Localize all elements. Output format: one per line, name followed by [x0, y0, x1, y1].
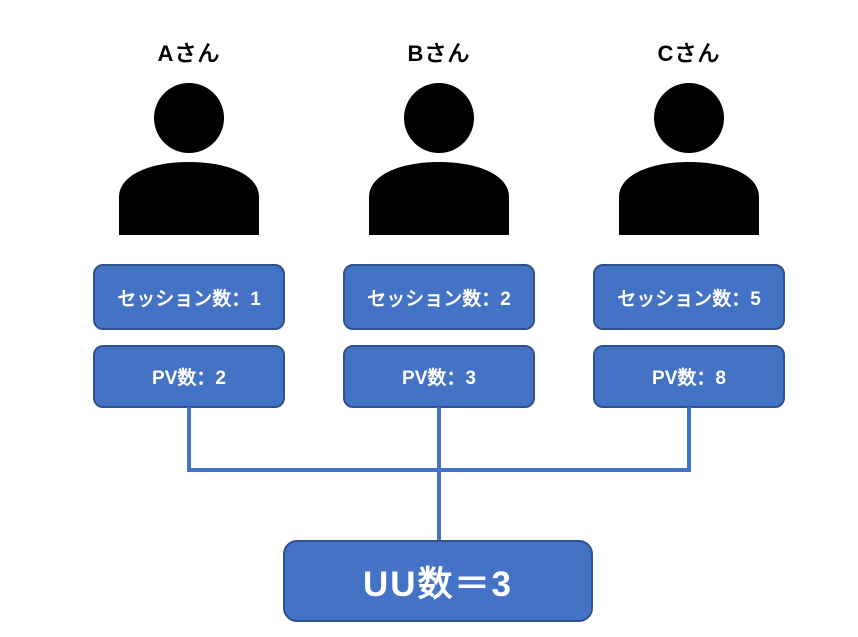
session-count-label: セッション数：1 — [117, 288, 261, 310]
connector-vertical-a — [187, 407, 191, 471]
pv-count-box: PV数：2 — [93, 345, 285, 408]
uu-total-label: UU数＝3 — [362, 564, 514, 604]
pv-count-label: PV数：8 — [652, 368, 726, 389]
user-name-label: Aさん — [157, 41, 221, 66]
pv-count-label: PV数：3 — [402, 368, 476, 389]
user-column-b: Bさん セッション数：2 PV数：3 — [343, 0, 535, 637]
user-name-label: Cさん — [657, 41, 721, 66]
user-name-label: Bさん — [407, 41, 471, 66]
pv-count-box: PV数：3 — [343, 345, 535, 408]
person-icon — [117, 83, 261, 235]
user-column-c: Cさん セッション数：5 PV数：8 — [593, 0, 785, 637]
person-icon — [367, 83, 511, 235]
user-column-a: Aさん セッション数：1 PV数：2 — [93, 0, 285, 637]
connector-horizontal-join — [187, 468, 691, 472]
session-count-box: セッション数：1 — [93, 264, 285, 330]
pv-count-label: PV数：2 — [152, 368, 226, 389]
session-count-label: セッション数：5 — [617, 288, 761, 310]
uu-total-box: UU数＝3 — [283, 540, 593, 622]
session-count-label: セッション数：2 — [367, 288, 511, 310]
pv-count-box: PV数：8 — [593, 345, 785, 408]
session-count-box: セッション数：2 — [343, 264, 535, 330]
connector-vertical-c — [687, 407, 691, 471]
session-count-box: セッション数：5 — [593, 264, 785, 330]
connector-vertical-b — [437, 407, 441, 542]
person-icon — [617, 83, 761, 235]
